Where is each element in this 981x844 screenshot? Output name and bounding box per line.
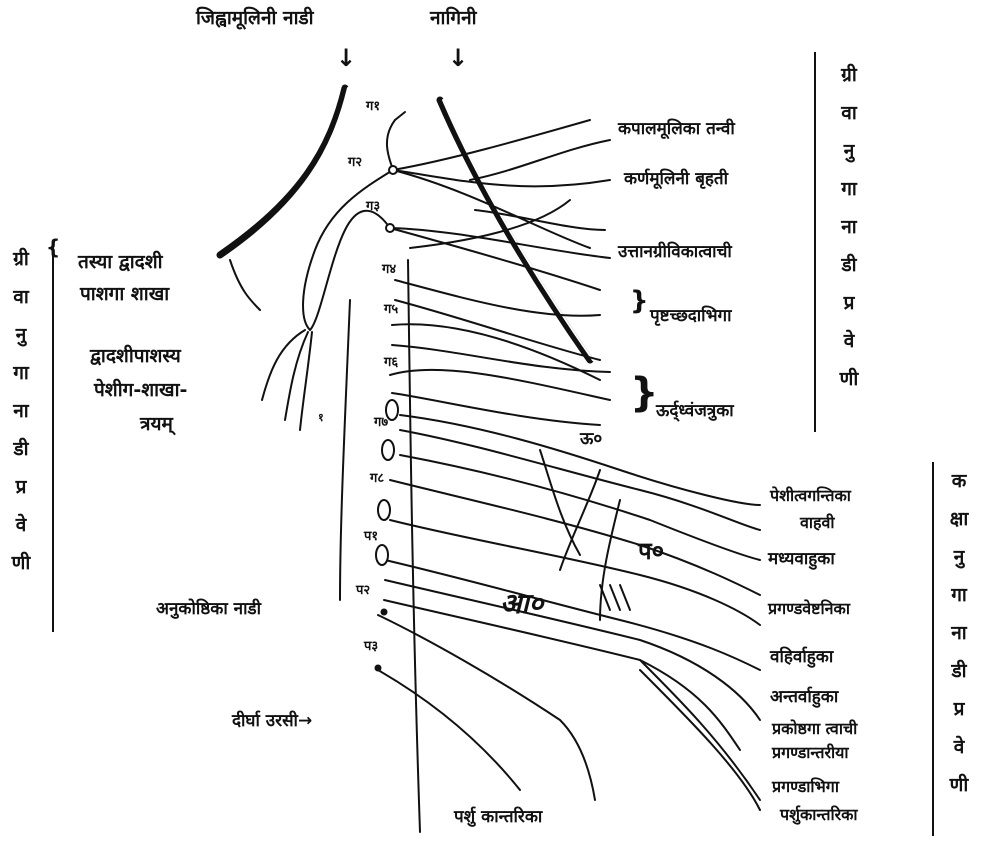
vertical-word-right-top: ग्री वा नु गा ना डी प्र वे णी [834,56,864,398]
nerve-label: अन्तर्वाहुका [770,688,838,708]
segment-label-c6: ग६ [384,356,398,371]
segment-label-t1: प१ [364,530,378,545]
segment-label-c2: ग२ [348,156,362,171]
cervical-loop [303,120,395,330]
nerve-label: ऊर्द्ध्वंजत्रुका [656,402,734,422]
hypoglossal-label: जिह्वामूलिनी नाडी [196,8,314,30]
vagus-label: नागिनी [430,8,477,30]
down-arrow-icon: ↓ [448,45,468,73]
nerve-label: पेशीत्वगन्तिका [770,487,851,505]
branch-label: द्वादशीपाशस्य [90,346,181,368]
trunk-label-middle: प० [638,538,664,566]
nerve-label: प्रगण्डवेष्टनिका [768,600,850,618]
brace-line [52,246,56,632]
segment-label-c4: ग४ [382,263,396,278]
nerve-label: वहिर्वाहुका [770,648,833,668]
segment-label-c3: ग३ [366,200,380,215]
segment-label-t2: प२ [356,584,370,599]
branch-label: पेशीग-शाखा- [94,380,187,402]
brace-line [812,52,816,432]
small-mark: १ [318,412,324,425]
nerve-label: मध्यवाहुका [768,550,835,570]
nerve-label: उत्तानग्रीविकात्वाची [618,243,732,263]
long-vertical-nerve-1 [340,300,350,600]
segment-label-c8: ग८ [370,472,384,487]
segment-label-t3: प३ [364,640,378,655]
segment-label-c7: ग७ [374,416,388,431]
nerve-label: पृष्टच्छदाभिगा [650,307,732,327]
branch-label: तस्या द्वादशी [78,252,163,274]
down-arrow-icon: ↓ [336,45,356,73]
brace: } [630,287,649,317]
nerve-label: प्रगण्डान्तरीया [772,744,849,762]
nerve-label: कर्णमूलिनी बृहती [624,170,728,190]
segment-label-c1: ग१ [366,100,380,115]
nerve-label: दीर्घा उरसी→ [232,712,312,732]
nerve-label: अनुकोष्ठिका नाडी [156,600,261,620]
brace: } [630,370,658,416]
brace-line [930,462,934,836]
vertical-word-right-bottom: क क्षा नु गा ना डी प्र वे णी [944,462,974,804]
hypoglossal-nerve [220,88,345,255]
nerve-label: प्रकोष्ठगा त्वाची [772,720,857,738]
vertical-word-left: ग्री वा नु गा ना डी प्र वे णी [6,240,36,582]
trunk-label-upper: ऊ० [580,430,602,450]
nerve-label: कपालमूलिका तन्वी [618,120,735,140]
nerve-label: वाहवी [800,514,835,532]
segment-label-c5: ग५ [384,303,398,318]
nerve-label: प्रगण्डाभिगा [772,778,839,796]
nerve-label: पर्शु कान्तरिका [454,808,542,828]
branch-label: त्रयम् [140,414,173,436]
trunk-label-lower: आ० [500,588,543,620]
branch-label: पाशगा शाखा [80,284,169,306]
nerve-label: पर्शुकान्तरिका [780,806,858,824]
